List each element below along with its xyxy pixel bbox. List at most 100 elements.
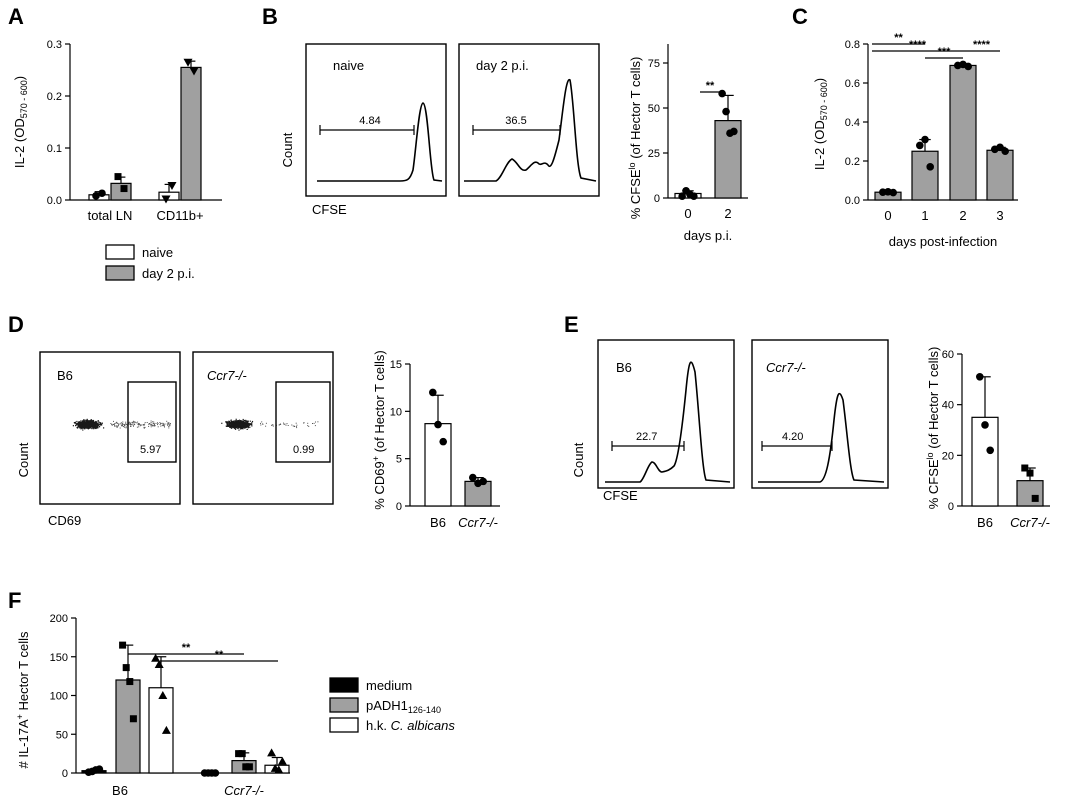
e-hist-ccr7-gate-value: 4.20 (782, 431, 803, 443)
event-dot (85, 426, 87, 428)
event-dot (227, 425, 229, 427)
event-dot (75, 423, 77, 426)
chart-b-sig-label: ** (706, 80, 715, 92)
event-dot (163, 424, 165, 426)
chart-f-0-2-bar (148, 687, 174, 774)
event-dot (229, 425, 231, 427)
event-dot (74, 421, 77, 423)
event-dot (94, 424, 96, 426)
chart-d-0-point-2 (439, 437, 448, 446)
event-dot (260, 424, 262, 426)
event-dot (84, 423, 87, 425)
event-dot (164, 423, 166, 425)
event-dot (74, 422, 76, 424)
event-dot (99, 422, 101, 424)
event-dot (116, 422, 118, 424)
event-dot (260, 422, 261, 424)
event-dot (248, 424, 251, 426)
event-dot (86, 421, 88, 424)
chart-a-0-0-point-0 (92, 192, 100, 200)
event-dot (234, 421, 236, 423)
event-dot (125, 422, 127, 424)
chart-c-1-point-0 (916, 141, 924, 150)
legend-f-swatch-padh1 (329, 697, 359, 713)
event-dot (146, 422, 148, 423)
event-dot (150, 423, 152, 425)
chart-c-sig-1-label: **** (909, 39, 927, 51)
event-dot (247, 424, 250, 426)
chart-d-0-point-0 (429, 388, 437, 397)
event-dot (235, 426, 238, 428)
legend-f-swatch-hk (329, 717, 359, 733)
event-dot (87, 425, 89, 428)
event-dot (247, 424, 249, 426)
event-dot (232, 420, 234, 423)
event-dot (154, 424, 155, 426)
event-dot (234, 425, 236, 427)
chart-f-1-1-point-1 (238, 750, 246, 758)
event-dot (221, 422, 223, 424)
event-dot (92, 427, 94, 429)
legend-f-swatch-medium (329, 677, 359, 693)
event-dot (80, 426, 82, 428)
chart-b-ytick-label-3: 75 (648, 58, 660, 70)
event-dot (96, 422, 98, 425)
event-dot (243, 419, 246, 422)
event-dot (87, 420, 89, 423)
event-dot (313, 422, 315, 424)
event-dot (149, 423, 150, 424)
event-dot (315, 421, 316, 423)
d-dot-b6-frame (39, 351, 181, 505)
event-dot (164, 426, 165, 428)
event-dot (72, 425, 74, 427)
chart-c-ytick-label-2: 0.4 (845, 117, 860, 129)
chart-c-3-point-2 (1001, 147, 1009, 156)
d-dot-b6-gate-value: 5.97 (140, 444, 161, 456)
event-dot (296, 427, 298, 429)
event-dot (110, 423, 112, 424)
event-dot (153, 425, 155, 427)
event-dot (116, 427, 118, 428)
event-dot (90, 422, 92, 424)
chart-c-1-bar (911, 150, 939, 201)
event-dot (126, 424, 128, 426)
event-dot (113, 423, 115, 425)
legend-a-label-day2: day 2 p.i. (142, 266, 195, 281)
chart-f-1-0-point-3 (211, 769, 220, 777)
event-dot (81, 425, 83, 427)
event-dot (295, 422, 297, 424)
event-dot (94, 427, 96, 429)
event-dot (95, 423, 97, 426)
event-dot (115, 422, 117, 424)
event-dot (163, 425, 165, 426)
event-dot (81, 424, 83, 426)
event-dot (241, 423, 243, 425)
event-dot (118, 423, 120, 425)
event-dot (91, 428, 93, 430)
event-dot (265, 425, 267, 427)
event-dot (128, 422, 130, 424)
event-dot (76, 424, 78, 426)
event-dot (239, 420, 241, 422)
chart-f-sig-1-label: ** (215, 649, 224, 661)
event-dot (250, 424, 252, 426)
event-dot (241, 422, 243, 424)
event-dot (86, 427, 88, 429)
chart-d-xtick-label-0: B6 (430, 515, 446, 530)
event-dot (291, 424, 293, 426)
event-dot (168, 422, 170, 424)
event-dot (229, 422, 231, 424)
event-dot (232, 426, 234, 428)
event-dot (228, 421, 230, 423)
event-dot (134, 421, 135, 423)
chart-a-0-1-point-0 (114, 173, 122, 181)
event-dot (87, 428, 89, 430)
event-dot (138, 426, 140, 428)
event-dot (154, 425, 156, 427)
event-dot (125, 427, 127, 429)
event-dot (303, 422, 305, 424)
event-dot (235, 420, 237, 422)
event-dot (235, 423, 237, 425)
event-dot (233, 427, 235, 429)
